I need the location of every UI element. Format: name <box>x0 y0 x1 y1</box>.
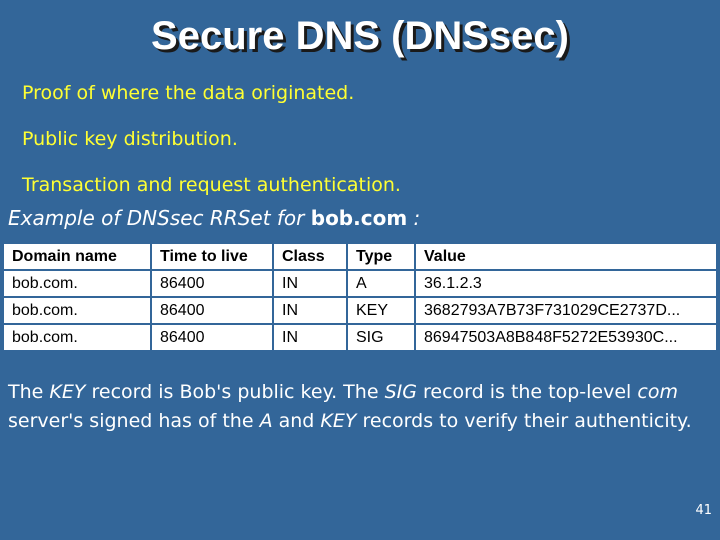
cell-class: IN <box>272 296 348 325</box>
rrset-table: Domain name Time to live Class Type Valu… <box>2 242 718 352</box>
cell-domain: bob.com. <box>2 269 152 298</box>
column-header-ttl: Time to live <box>150 242 274 271</box>
table-row: bob.com. 86400 IN SIG 86947503A8B848F527… <box>2 323 718 352</box>
cell-value: 86947503A8B848F5272E53930C... <box>414 323 718 352</box>
table-header-row: Domain name Time to live Class Type Valu… <box>2 242 718 271</box>
example-domain: bob.com <box>310 206 408 230</box>
paragraph-text: records to verify their authenticity. <box>356 410 692 432</box>
paragraph-com-term: com <box>637 381 678 403</box>
paragraph-text: The <box>8 381 50 403</box>
cell-domain: bob.com. <box>2 296 152 325</box>
bullet-item: Proof of where the data originated. <box>22 82 355 104</box>
example-heading: Example of DNSsec RRSet for bob.com : <box>8 206 420 230</box>
cell-type: A <box>346 269 416 298</box>
bullet-item: Transaction and request authentication. <box>22 174 401 196</box>
paragraph-sig-term: SIG <box>384 381 417 403</box>
paragraph-text: and <box>272 410 321 432</box>
cell-value: 3682793A7B73F731029CE2737D... <box>414 296 718 325</box>
column-header-type: Type <box>346 242 416 271</box>
column-header-class: Class <box>272 242 348 271</box>
explanation-paragraph: The KEY record is Bob's public key. The … <box>8 378 708 436</box>
example-prefix: Example of DNSsec RRSet for <box>8 206 311 230</box>
column-header-value: Value <box>414 242 718 271</box>
cell-domain: bob.com. <box>2 323 152 352</box>
cell-ttl: 86400 <box>150 323 274 352</box>
paragraph-text: record is Bob's public key. The <box>85 381 385 403</box>
paragraph-key-term: KEY <box>49 381 86 403</box>
cell-type: KEY <box>346 296 416 325</box>
cell-type: SIG <box>346 323 416 352</box>
column-header-domain: Domain name <box>2 242 152 271</box>
slide-title: Secure DNS (DNSsec) <box>151 14 569 58</box>
paragraph-text: server's signed has of the <box>8 410 260 432</box>
paragraph-a-term: A <box>259 410 273 432</box>
bullet-item: Public key distribution. <box>22 128 238 150</box>
cell-class: IN <box>272 269 348 298</box>
cell-value: 36.1.2.3 <box>414 269 718 298</box>
cell-ttl: 86400 <box>150 296 274 325</box>
paragraph-key-term: KEY <box>320 410 357 432</box>
paragraph-text: record is the top-level <box>416 381 638 403</box>
page-number: 41 <box>695 503 712 518</box>
cell-class: IN <box>272 323 348 352</box>
bullet-list: Proof of where the data originated. Publ… <box>22 78 702 216</box>
table-row: bob.com. 86400 IN A 36.1.2.3 <box>2 269 718 298</box>
cell-ttl: 86400 <box>150 269 274 298</box>
example-suffix: : <box>407 206 421 230</box>
table-row: bob.com. 86400 IN KEY 3682793A7B73F73102… <box>2 296 718 325</box>
